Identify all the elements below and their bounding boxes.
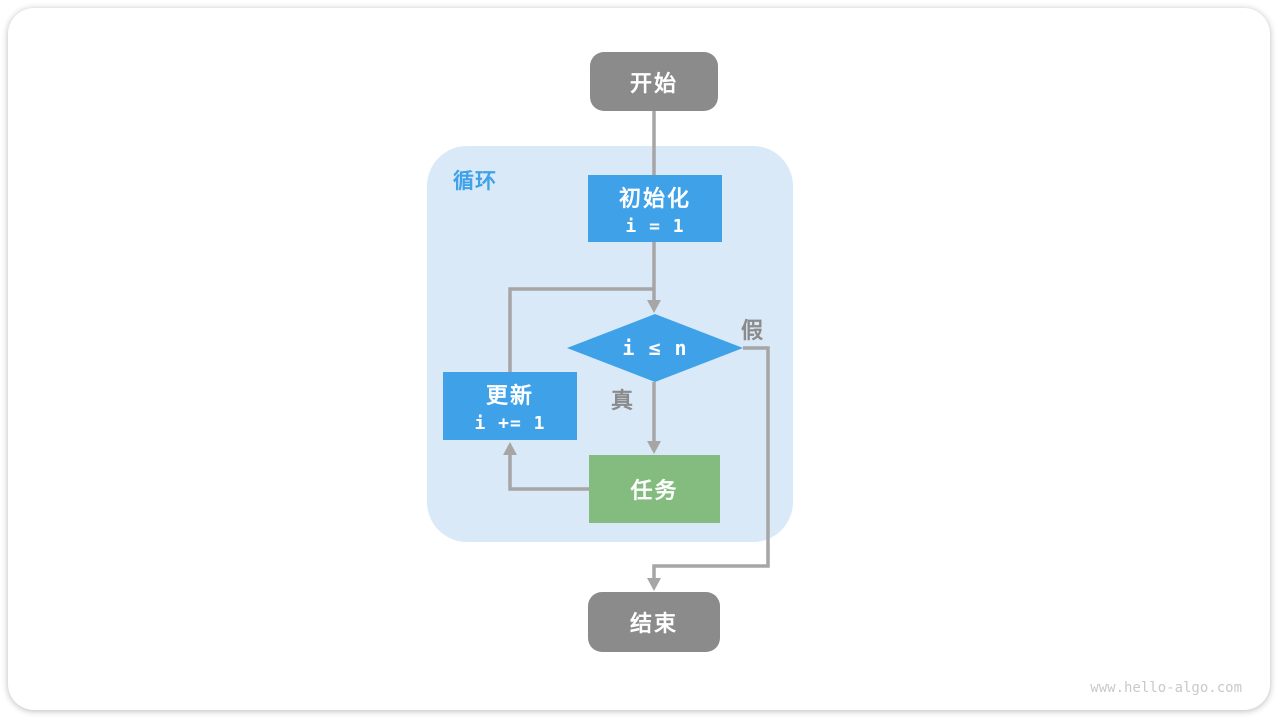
update-node-code: i += 1 bbox=[474, 413, 546, 434]
false-branch-label: 假 bbox=[741, 318, 764, 343]
task-node: 任务 bbox=[589, 455, 720, 523]
start-node: 开始 bbox=[590, 52, 718, 111]
init-node: 初始化 i = 1 bbox=[588, 175, 722, 242]
update-node: 更新 i += 1 bbox=[443, 372, 577, 440]
end-node-label: 结束 bbox=[629, 611, 678, 636]
init-node-code: i = 1 bbox=[625, 215, 685, 237]
true-branch-label: 真 bbox=[611, 388, 634, 413]
update-node-label: 更新 bbox=[485, 383, 534, 408]
init-node-label: 初始化 bbox=[618, 185, 691, 211]
loop-region-label: 循环 bbox=[453, 170, 497, 193]
condition-label: i ≤ n bbox=[622, 336, 688, 360]
task-node-label: 任务 bbox=[630, 478, 679, 503]
start-node-label: 开始 bbox=[629, 70, 678, 96]
end-node: 结束 bbox=[588, 592, 720, 652]
watermark-text: www.hello-algo.com bbox=[1090, 680, 1242, 696]
